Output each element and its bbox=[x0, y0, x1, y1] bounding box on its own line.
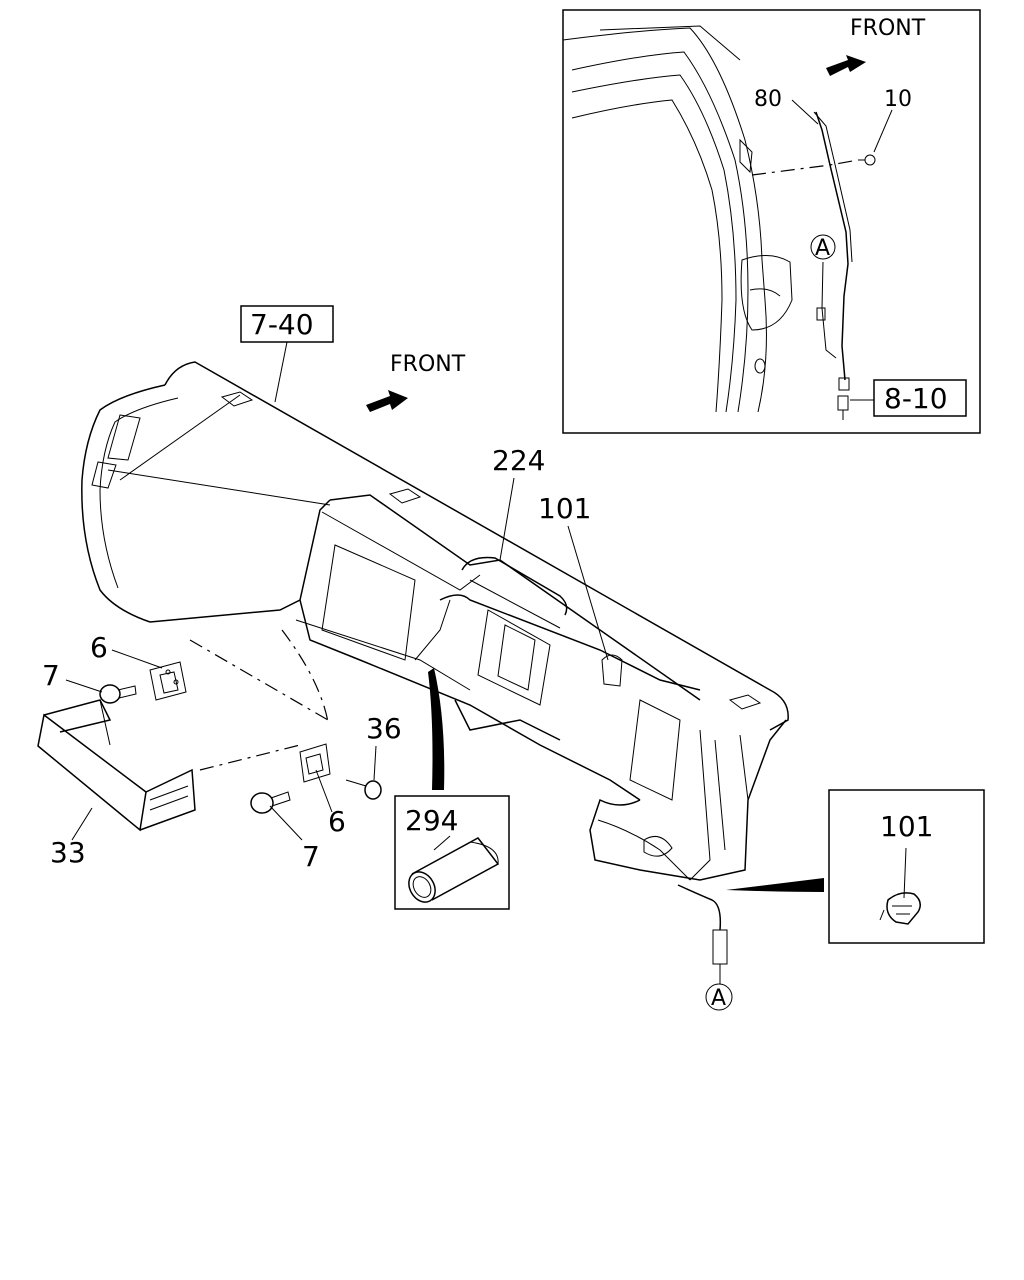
callout-6-bottom: 6 bbox=[328, 805, 346, 838]
main-connector-marker bbox=[705, 983, 733, 1011]
inset-ref-box-label: 8-10 bbox=[884, 382, 948, 415]
bolt-part-top bbox=[99, 684, 137, 704]
screw-part bbox=[345, 779, 382, 800]
main-front-label: FRONT bbox=[390, 352, 466, 377]
bracket-part-bottom bbox=[299, 743, 331, 783]
dashboard-assembly: A bbox=[81, 361, 789, 1011]
callout-101: 101 bbox=[538, 492, 591, 525]
main-ref-box-label: 7-40 bbox=[250, 308, 314, 341]
inset-ref-box bbox=[873, 379, 967, 417]
callout-7-bottom: 7 bbox=[302, 840, 320, 873]
callout-36: 36 bbox=[366, 712, 402, 745]
inset-front-label: FRONT bbox=[850, 16, 926, 41]
detail-box-294: 294 bbox=[394, 795, 510, 910]
main-front-arrow-icon bbox=[366, 390, 408, 412]
inset-callout-80: 80 bbox=[754, 87, 782, 112]
inset-connector-marker-label: A bbox=[815, 236, 830, 261]
detail-294-pointer bbox=[428, 668, 445, 790]
main-connector-marker-label: A bbox=[711, 986, 726, 1011]
inset-detail-panel: FRONT 80 10 A 8-10 bbox=[562, 9, 981, 434]
main-front-indicator: FRONT bbox=[366, 352, 466, 412]
inset-front-arrow-icon bbox=[826, 55, 866, 76]
detail-294-label: 294 bbox=[405, 804, 458, 837]
bezel-part bbox=[37, 699, 196, 832]
inset-callout-10: 10 bbox=[884, 87, 912, 112]
callout-224: 224 bbox=[492, 444, 545, 477]
detail-101-pointer bbox=[726, 878, 824, 892]
inset-connector-marker bbox=[810, 234, 836, 260]
callout-7-top: 7 bbox=[42, 659, 60, 692]
detail-box-101: 101 bbox=[828, 789, 985, 944]
main-ref-box-group: 7-40 bbox=[240, 305, 334, 403]
detail-101-label: 101 bbox=[880, 810, 933, 843]
callout-33: 33 bbox=[50, 836, 86, 869]
bolt-part-bottom bbox=[250, 791, 291, 814]
bracket-part-top bbox=[149, 661, 187, 701]
callout-6-top: 6 bbox=[90, 631, 108, 664]
